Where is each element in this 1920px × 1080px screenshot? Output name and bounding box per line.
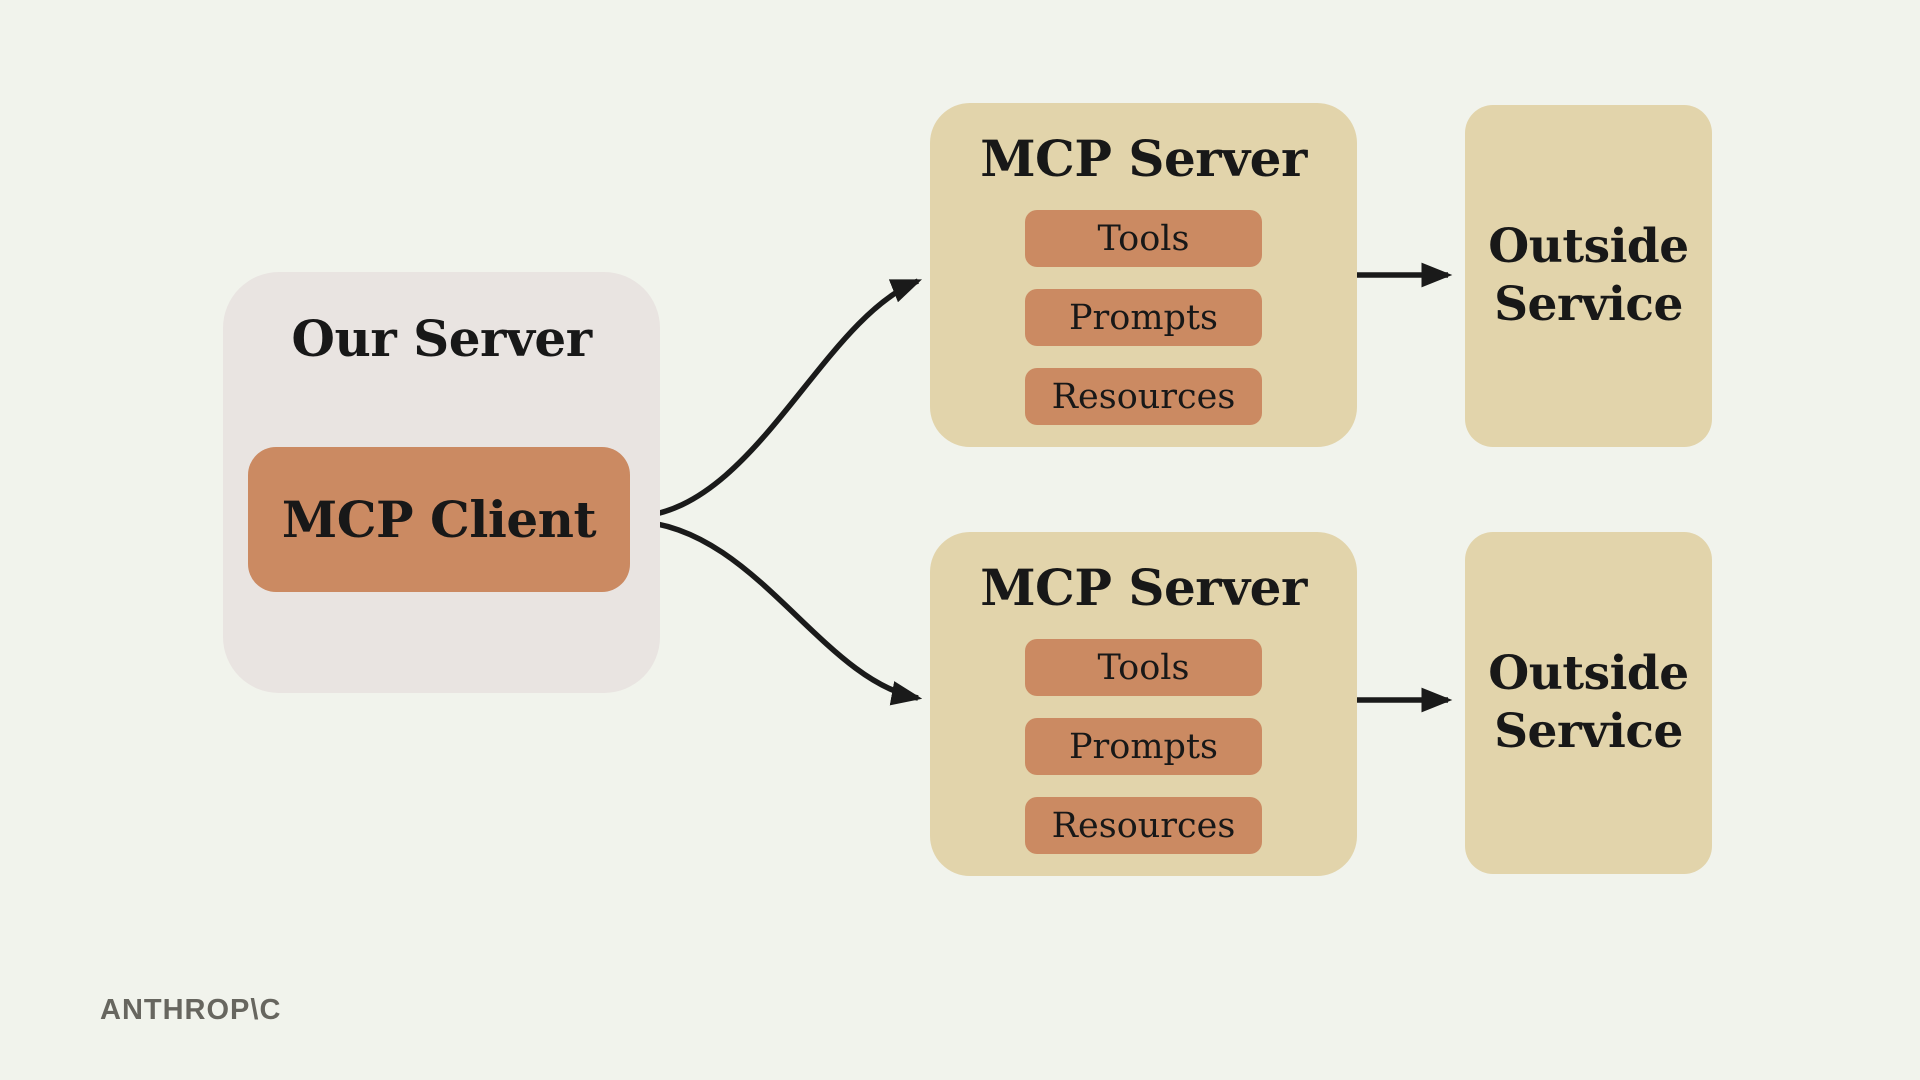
- outside-service-box-top: Outside Service: [1465, 105, 1712, 447]
- mcp-server-title: MCP Server: [980, 558, 1307, 617]
- our-server-box: Our Server MCP Client: [223, 272, 660, 693]
- tools-chip: Tools: [1025, 639, 1262, 696]
- outside-service-box-bottom: Outside Service: [1465, 532, 1712, 874]
- anthropic-logo: ANTHROP\C: [100, 994, 282, 1026]
- prompts-chip: Prompts: [1025, 718, 1262, 775]
- tools-chip: Tools: [1025, 210, 1262, 267]
- arrow-client-to-top-server-icon: [632, 278, 923, 520]
- resources-chip: Resources: [1025, 368, 1262, 425]
- mcp-server-title: MCP Server: [980, 129, 1307, 188]
- prompts-chip: Prompts: [1025, 289, 1262, 346]
- resources-chip: Resources: [1025, 797, 1262, 854]
- arrow-client-to-bottom-server-icon: [632, 518, 923, 706]
- our-server-title: Our Server: [291, 309, 592, 368]
- mcp-client-box: MCP Client: [248, 447, 630, 592]
- mcp-server-box-top: MCP Server Tools Prompts Resources: [930, 103, 1357, 447]
- mcp-server-box-bottom: MCP Server Tools Prompts Resources: [930, 532, 1357, 876]
